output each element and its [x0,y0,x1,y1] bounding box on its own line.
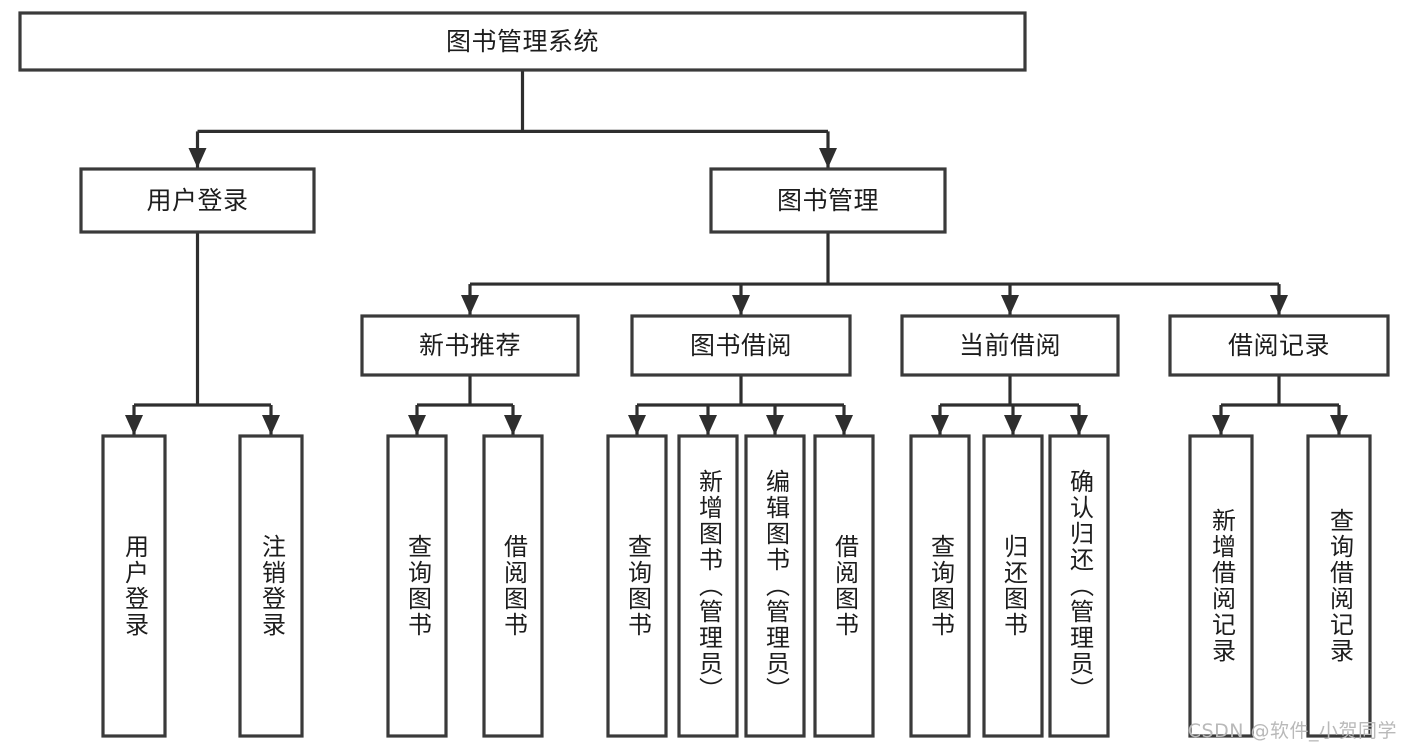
arrow-current-borrow [1001,295,1019,315]
node-box-current-borrow[interactable] [900,314,1120,377]
node-box-user-login[interactable] [79,167,316,234]
edges-layer [125,70,1348,435]
node-box-leaf-user-logout[interactable] [238,434,304,738]
arrow-book-manage [819,148,837,168]
node-box-leaf-query-record[interactable] [1306,434,1372,738]
node-box-leaf-add-book[interactable] [677,434,739,738]
arrow-book-borrow [732,295,750,315]
arrow-user-login [188,148,207,168]
arrow-leaf-query-book-2 [628,415,646,435]
node-box-leaf-query-book-2[interactable] [606,434,668,738]
arrow-leaf-borrow-book-2 [835,415,853,435]
node-box-leaf-confirm-return[interactable] [1048,434,1110,738]
node-box-book-manage[interactable] [709,167,947,234]
arrow-borrow-record [1270,295,1288,315]
node-box-leaf-add-record[interactable] [1188,434,1254,738]
node-box-leaf-borrow-book-1[interactable] [482,434,544,738]
arrow-new-book-rec [461,295,479,315]
node-box-leaf-borrow-book-2[interactable] [813,434,875,738]
node-box-borrow-record[interactable] [1168,314,1390,377]
node-box-leaf-query-book-1[interactable] [386,434,448,738]
arrow-leaf-add-record [1212,415,1230,435]
arrow-leaf-query-book-3 [931,415,949,435]
arrow-leaf-add-book [699,415,717,435]
node-box-leaf-query-book-3[interactable] [909,434,971,738]
arrow-leaf-query-book-1 [408,415,426,435]
node-box-book-borrow[interactable] [630,314,852,377]
node-box-leaf-user-login[interactable] [101,434,167,738]
arrow-leaf-borrow-book-1 [504,415,522,435]
node-box-new-book-rec[interactable] [360,314,580,377]
arrow-leaf-query-record [1330,415,1348,435]
arrow-leaf-confirm-return [1070,415,1088,435]
arrow-leaf-edit-book [766,415,784,435]
arrow-leaf-return-book [1004,415,1022,435]
boxes-layer [18,11,1390,738]
node-box-root[interactable] [18,11,1027,72]
arrow-leaf-user-login [125,415,143,435]
node-box-leaf-return-book[interactable] [982,434,1044,738]
arrow-leaf-user-logout [262,415,280,435]
node-box-leaf-edit-book[interactable] [744,434,806,738]
